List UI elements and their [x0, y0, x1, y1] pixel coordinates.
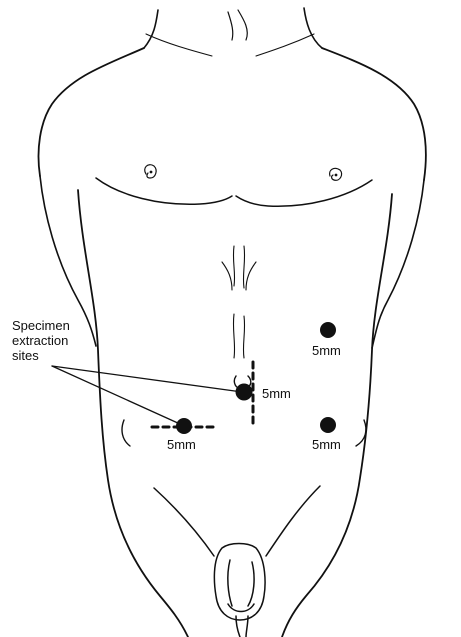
port-dot-lower-left — [176, 418, 192, 434]
left-iliac-crease — [122, 420, 130, 446]
port-label-umbilical: 5mm — [262, 386, 291, 401]
neck-outline-right — [304, 8, 322, 48]
linea-alba-mid — [233, 314, 244, 358]
port-label-lower-left: 5mm — [167, 437, 196, 452]
right-inguinal-line — [266, 486, 320, 556]
port-dot-upper-right — [320, 322, 336, 338]
port-dot-umbilical — [236, 384, 253, 401]
right-clavicle-line — [256, 34, 314, 56]
rib-line-right — [246, 262, 256, 290]
right-nipple — [330, 168, 342, 180]
callout-line-2: extraction — [12, 333, 112, 348]
linea-alba-upper — [233, 246, 244, 288]
torso-left-flank — [78, 190, 188, 637]
callout-line-3: sites — [12, 348, 112, 363]
left-inguinal-line — [154, 488, 214, 556]
callout-line-1: Specimen — [12, 318, 112, 333]
left-clavicle-line — [146, 34, 212, 56]
left-shoulder-outline — [39, 48, 145, 176]
specimen-extraction-callout: Specimen extraction sites — [12, 318, 112, 363]
right-pectoral — [236, 180, 372, 206]
rib-line-left — [222, 262, 232, 290]
port-dot-lower-right — [320, 417, 336, 433]
left-pectoral — [96, 178, 232, 204]
right-arm-inner — [372, 180, 424, 348]
neck-outline-left — [144, 10, 158, 48]
port-label-lower-right: 5mm — [312, 437, 341, 452]
port-label-upper-right: 5mm — [312, 343, 341, 358]
left-nipple — [145, 165, 156, 178]
torso-right-flank — [282, 194, 392, 637]
throat-lines — [228, 10, 247, 40]
right-shoulder-outline — [322, 48, 426, 180]
genital-outline — [214, 544, 265, 637]
